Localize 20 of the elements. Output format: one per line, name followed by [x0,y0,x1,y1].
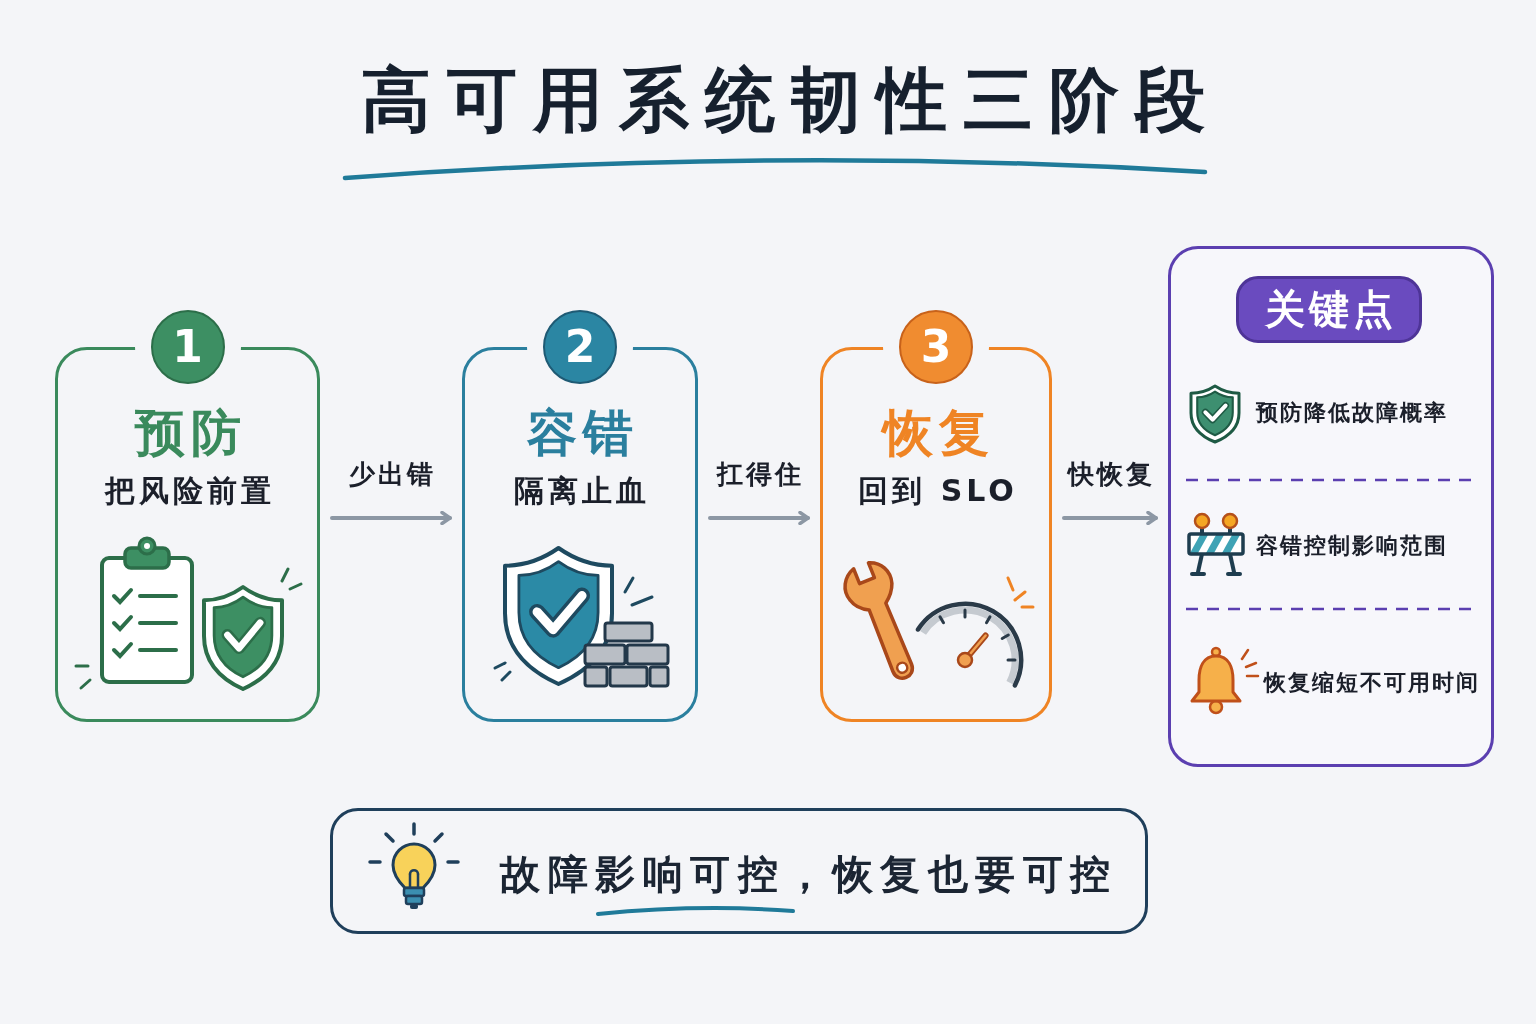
arrow [708,510,810,526]
stage-title: 容错 [526,403,639,463]
header-pill: 关键点 [1236,276,1422,343]
key-point-text: 预防降低故障概率 [1256,399,1448,427]
stage-subtitle: 隔离止血 [513,473,650,509]
stage-title: 恢复 [877,403,995,463]
edge-label: 扛得住 [714,458,804,490]
stage-title: 预防 [133,403,247,463]
summary-text: 故障影响可控，恢复也要可控 [500,850,1118,898]
title: 高可用系统韧性三阶段 [360,58,1221,142]
arrow [1062,510,1158,526]
arrow [330,510,452,526]
edge-label: 快恢复 [1065,458,1155,490]
stage-subtitle: 把风险前置 [103,473,275,509]
key-points-panel [1168,246,1494,767]
stage-subtitle: 回到 SLO [857,473,1018,509]
key-point-text: 恢复缩短不可用时间 [1264,669,1480,697]
edge-label: 少出错 [346,458,436,490]
key-point-text: 容错控制影响范围 [1256,532,1448,560]
summary-banner [330,808,1148,934]
